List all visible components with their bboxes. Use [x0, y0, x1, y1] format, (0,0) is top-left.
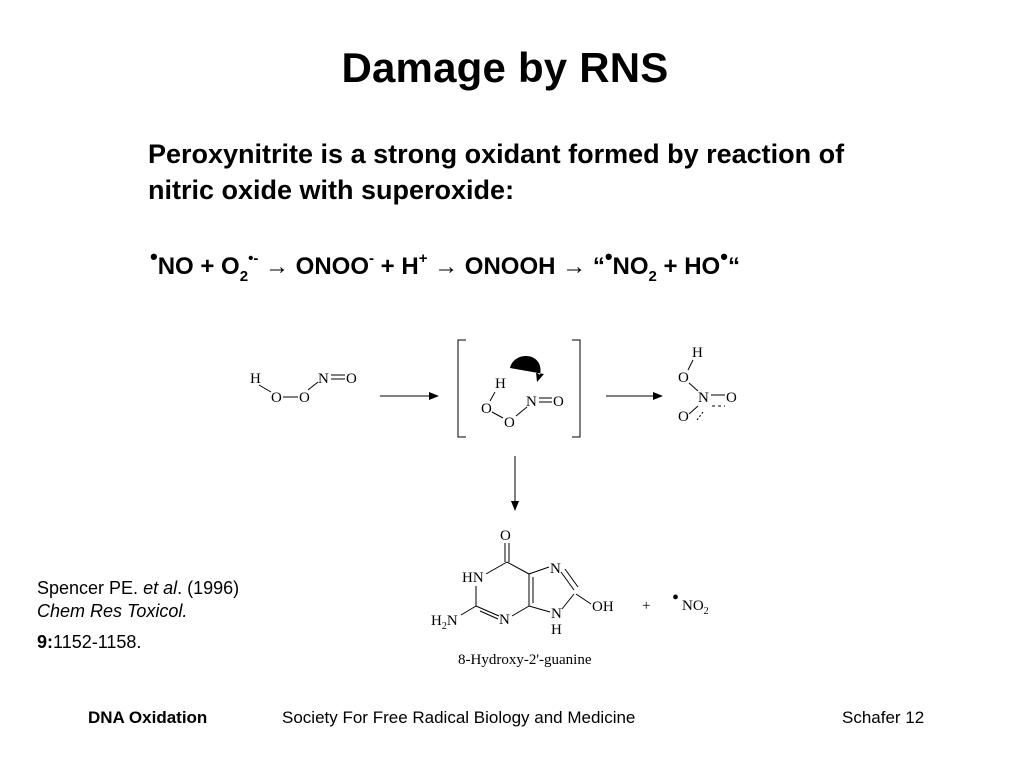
m2-bond-on — [515, 406, 528, 417]
g-bond-c2-nh2 — [460, 605, 477, 616]
peroxynitrous-acid-structure: H O O N O — [250, 371, 357, 406]
scheme-no2: NO2 — [682, 598, 709, 617]
m3-bond-on — [688, 382, 699, 392]
m3-n: N — [698, 390, 709, 406]
citation-volume: 9: — [37, 632, 54, 652]
reaction-equation: •NO + O2•- → ONOO- + H+ → ONOOH → “•NO2 … — [150, 246, 740, 285]
scheme-no2-sub: 2 — [704, 606, 709, 617]
g-bond-c5-n7 — [528, 566, 550, 575]
m1-h: H — [250, 371, 261, 387]
scheme-caption: 8-Hydroxy-2'-guanine — [458, 652, 592, 668]
eq-close-quote: “ — [727, 253, 740, 280]
eq-arrow-3: → — [562, 253, 587, 280]
g-oh: OH — [592, 599, 614, 615]
m3-bond-ho — [687, 359, 694, 371]
g-bond-c4-n9 — [528, 605, 551, 613]
g-bond-c2-n3-double — [479, 610, 499, 620]
m3-o3: O — [678, 409, 689, 425]
eq-no: NO + O — [157, 253, 240, 280]
citation-etal: et al — [143, 578, 178, 598]
footer-slide-number: Schafer 12 — [842, 708, 925, 727]
product-structure: H O N O O — [678, 345, 737, 425]
scheme-no2-text: NO — [682, 598, 704, 614]
g-h2n: H2N — [431, 613, 458, 632]
ho-radical-dot: • — [720, 244, 728, 269]
bracket-right — [572, 339, 581, 438]
g-h2n-sub: 2 — [442, 621, 447, 632]
m1-o3: O — [346, 371, 357, 387]
g-bond-c8-oh — [575, 593, 592, 605]
no-radical-dot: • — [150, 244, 158, 269]
eq-o2-sub: 2 — [239, 268, 249, 285]
cage-structure: H O O N O — [481, 376, 564, 431]
g-n9: N — [551, 606, 562, 622]
footer-society: Society For Free Radical Biology and Med… — [282, 708, 636, 727]
citation: Spencer PE. et al. (1996) Chem Res Toxic… — [37, 577, 239, 654]
m2-bond-oo — [491, 411, 504, 419]
eq-open-quote: “ — [586, 253, 605, 280]
m3-bond-no3 — [688, 405, 699, 415]
g-bond-n3-c4 — [511, 605, 530, 617]
transition-bracket — [457, 339, 581, 438]
g-bond-c6-n1 — [485, 561, 508, 575]
no2-radical-dot: • — [604, 244, 613, 269]
citation-line-2: Chem Res Toxicol. — [37, 600, 239, 623]
citation-line-1: Spencer PE. et al. (1996) — [37, 577, 239, 600]
m1-bond-ho — [258, 384, 272, 393]
g-h9: H — [551, 622, 562, 638]
g-bond-c6-c5 — [506, 561, 530, 575]
m2-o2: O — [504, 415, 515, 431]
eq-o2-sup: •- — [248, 250, 259, 267]
g-bond-n9-c8 — [561, 593, 575, 610]
eq-arrow-1: → — [265, 253, 289, 280]
eq-no2: NO — [612, 253, 649, 280]
m3-o1: O — [678, 370, 689, 386]
scheme-plus: + — [642, 598, 650, 614]
m1-o2: O — [299, 390, 310, 406]
g-n7: N — [550, 561, 561, 577]
m3-o2: O — [726, 390, 737, 406]
eq-ho: + HO — [656, 253, 721, 280]
citation-line-3: 9:1152-1158. — [37, 631, 239, 654]
intro-text: Peroxynitrite is a strong oxidant formed… — [148, 139, 845, 205]
g-bond-n7-c8-double — [564, 568, 579, 588]
eq-onoo: ONOO — [289, 253, 370, 280]
g-h2n-n: N — [447, 613, 458, 629]
eq-h: + H — [374, 253, 419, 280]
m3-bond-dashed-2 — [696, 411, 704, 421]
eq-h-sup: + — [418, 250, 428, 267]
citation-year: . (1996) — [177, 578, 240, 598]
no2-radical-dot-scheme: • — [672, 587, 679, 609]
eq-no2-sub: 2 — [648, 268, 657, 285]
m2-o3: O — [553, 394, 564, 410]
m1-o1: O — [271, 390, 282, 406]
eq-arrow-2: → — [434, 253, 459, 280]
citation-pages: 1152-1158. — [53, 632, 142, 652]
electron-push-arrow — [510, 355, 544, 382]
g-bond-c2-n3 — [475, 605, 500, 617]
g-bond-n7-c8 — [560, 571, 575, 591]
citation-journal: Chem Res Toxicol. — [37, 601, 188, 621]
eq-onooh: ONOOH — [458, 253, 563, 280]
page-title: Damage by RNS — [341, 44, 669, 91]
hydroxyguanine-structure: O HN N N H OH N H2N — [431, 528, 614, 638]
m2-o1: O — [481, 401, 492, 417]
m2-h: H — [495, 376, 506, 392]
g-hn: HN — [462, 570, 484, 586]
m3-h: H — [692, 345, 703, 361]
g-n3: N — [499, 612, 510, 628]
citation-author: Spencer PE. — [37, 578, 144, 598]
eq-onoo-sup: - — [369, 250, 375, 267]
footer-topic: DNA Oxidation — [88, 708, 208, 727]
m1-n: N — [318, 371, 329, 387]
bracket-left — [457, 339, 466, 438]
m2-bond-ho — [489, 391, 496, 402]
m2-n: N — [526, 394, 537, 410]
g-h2n-h: H — [431, 613, 442, 629]
m1-bond-on — [307, 381, 319, 391]
g-o: O — [500, 528, 511, 544]
